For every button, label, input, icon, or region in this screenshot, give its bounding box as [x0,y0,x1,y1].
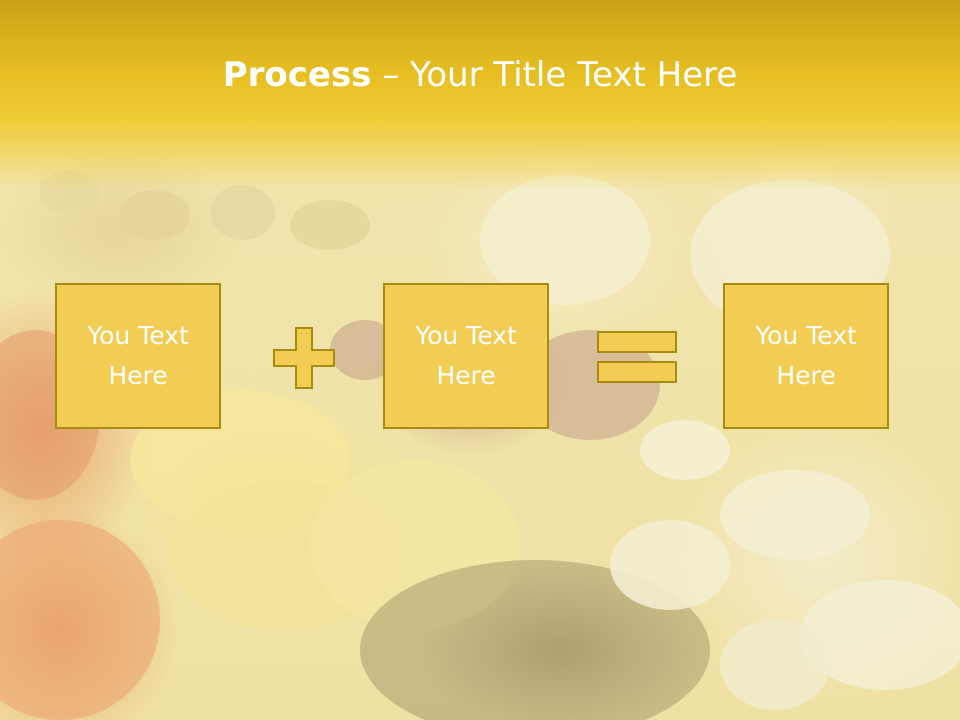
process-box-2: You Text Here [383,283,549,429]
nut-shape [120,190,190,240]
slide-title: Process – Your Title Text Here [0,52,960,98]
cashew-shape [640,420,730,480]
cashew-shape [720,470,870,560]
nut-shape [290,200,370,250]
process-box-1: You Text Here [55,283,221,429]
title-rest: – Your Title Text Here [371,55,738,95]
process-box-3: You Text Here [723,283,889,429]
process-box-label: You Text Here [87,321,189,390]
plus-icon [273,327,335,389]
process-box-label: You Text Here [415,321,517,390]
title-band [0,0,960,190]
equals-icon [597,331,677,383]
nut-shape [210,185,275,240]
cashew-shape [720,620,830,710]
dried-papaya-shape [0,520,160,720]
title-strong: Process [222,55,372,95]
cashew-shape [610,520,730,610]
process-box-label: You Text Here [755,321,857,390]
